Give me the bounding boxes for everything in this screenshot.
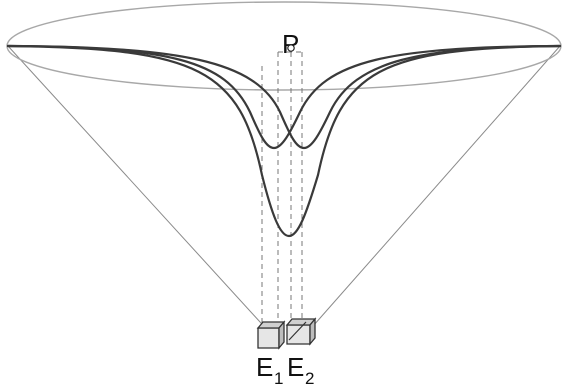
- cone-left-line: [7, 45, 272, 335]
- curve-deep: [6, 44, 562, 238]
- sensor-e1-front: [257, 327, 280, 349]
- sensor-e2-diagonal: [288, 321, 307, 341]
- sensor-e1-side: [278, 320, 285, 350]
- point-marker: [287, 44, 295, 52]
- sensor-e2-side: [309, 317, 316, 346]
- sensor-e2: [285, 317, 317, 346]
- point-label: P: [282, 29, 299, 59]
- sensor-e2-subscript: 2: [305, 369, 314, 387]
- sensor-e1-subscript: 1: [274, 369, 283, 387]
- dashed-lines: [261, 51, 303, 324]
- curve-e2: [6, 44, 562, 150]
- sensor-e1: [256, 320, 286, 350]
- sensor-e1-label: E: [256, 352, 273, 382]
- sensor-e2-label: E: [287, 352, 304, 382]
- curve-e1: [6, 44, 562, 150]
- sensor-e2-front: [286, 324, 311, 345]
- cone-right-line: [305, 45, 561, 335]
